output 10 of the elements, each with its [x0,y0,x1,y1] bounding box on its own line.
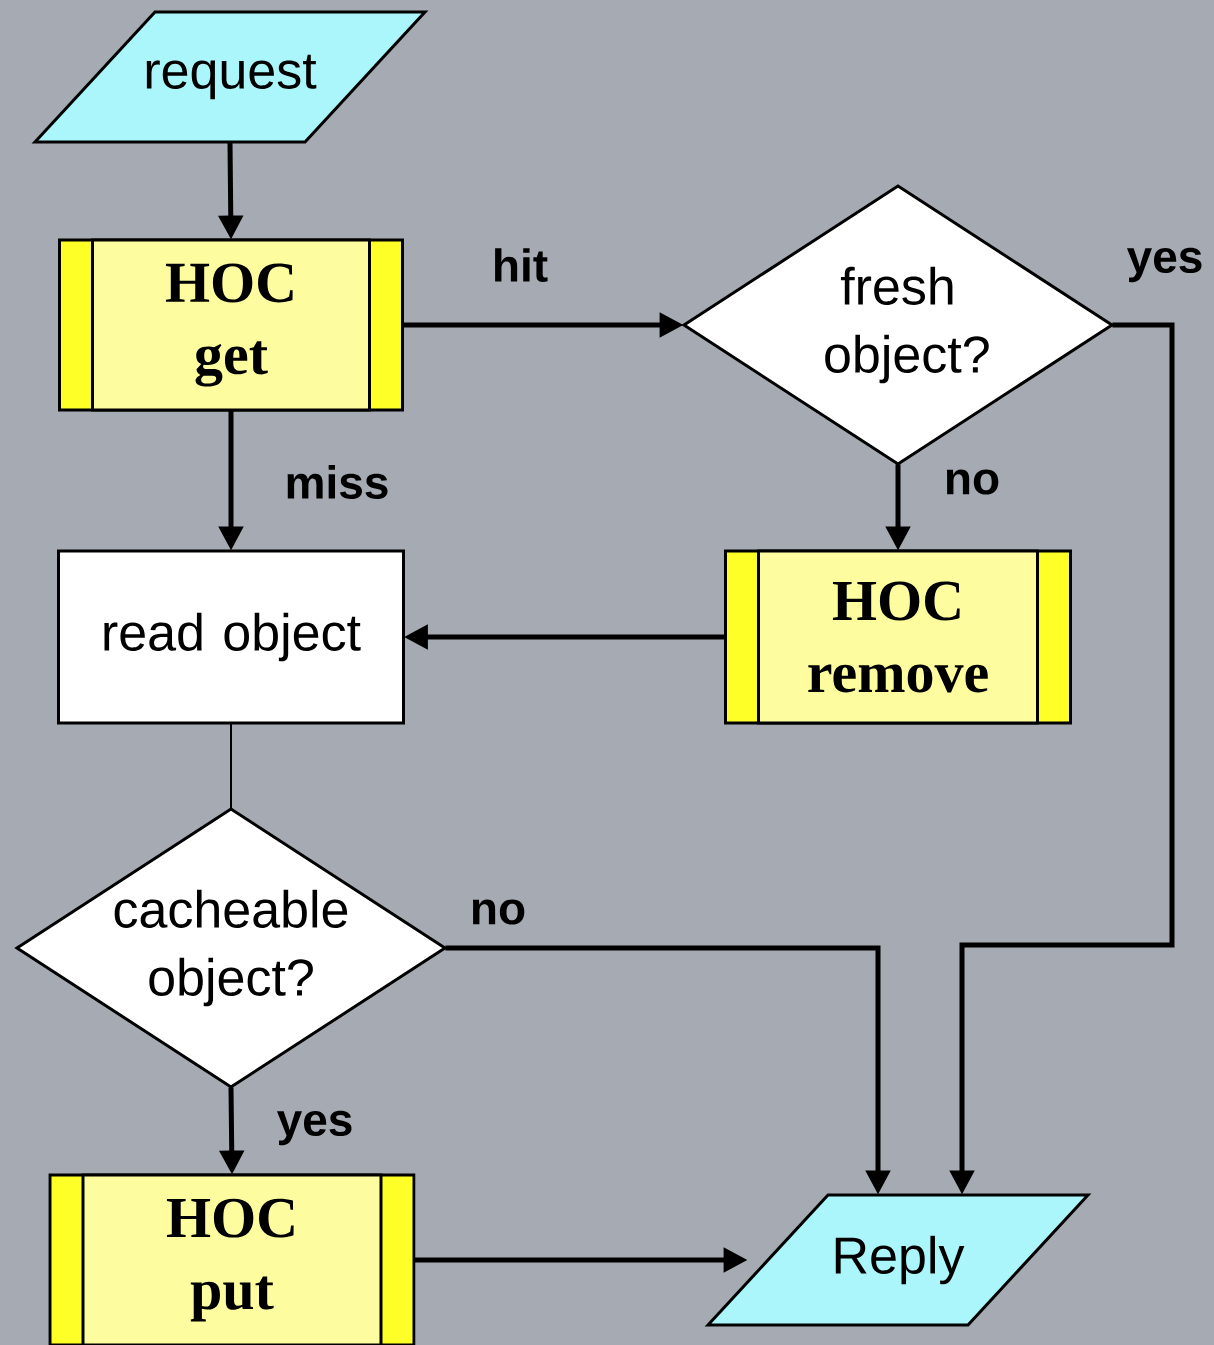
edge-label: miss [287,465,388,499]
process-box: read object [57,549,405,725]
edge-label: yes [276,1110,352,1146]
process-box: HOC remove [724,549,1072,725]
edge-label: hit [495,248,548,282]
edge-label: no [472,899,525,925]
edge-label: no [946,469,999,495]
process-box: HOC get [58,238,404,412]
process-box: HOC put [48,1173,416,1345]
edge-label: yes [1126,247,1202,283]
